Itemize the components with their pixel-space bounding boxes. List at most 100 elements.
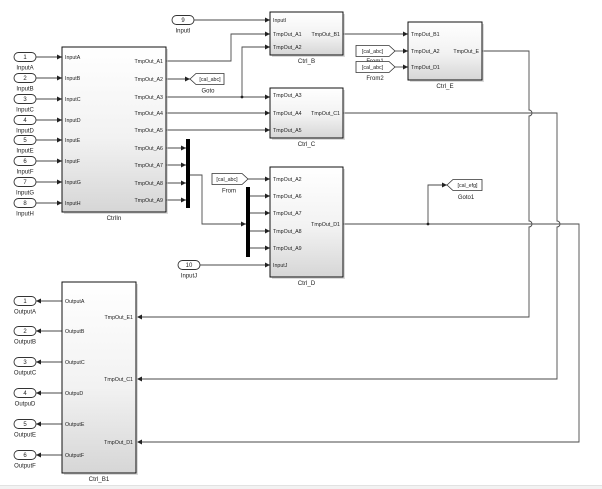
block-ctrl-e[interactable]: TmpOut_B1TmpOut_A2TmpOut_D1TmpOut_ECtrl_…	[407, 21, 484, 90]
port-name: InputJ	[181, 274, 197, 280]
port-shape[interactable]	[13, 94, 37, 104]
input-port-label: TmpOut_A5	[273, 128, 302, 134]
wire-tmpout-a1[interactable]	[166, 31, 270, 62]
input-port-label: InputG	[65, 180, 81, 186]
block-ctrl-in[interactable]: InputAInputBInputCInputDInputEInputFInpu…	[61, 46, 168, 222]
port-shape[interactable]	[13, 296, 37, 306]
tag-shape[interactable]	[355, 45, 396, 57]
port-shape[interactable]	[13, 156, 37, 166]
tag-shape[interactable]	[446, 179, 483, 191]
block-body[interactable]	[269, 166, 344, 278]
output-port-label: TmpOut_A5	[134, 128, 163, 134]
port-shape[interactable]	[13, 135, 37, 145]
output-port-label: OutputA	[65, 299, 85, 305]
port-number: 5	[23, 138, 27, 144]
port-shape[interactable]	[13, 450, 37, 460]
output-port-label: OutpuD	[65, 391, 83, 397]
tag-shape[interactable]	[355, 61, 396, 73]
block-name: Ctrl_D	[298, 280, 316, 287]
block-name: Ctrl_E	[436, 83, 453, 90]
wire-bus1-to-bus2[interactable]	[190, 174, 246, 227]
block-name: Goto	[201, 89, 215, 95]
block-ctrl-c[interactable]: TmpOut_A3TmpOut_A4TmpOut_A5TmpOut_C1Ctrl…	[269, 87, 345, 148]
port-number: 6	[23, 453, 27, 459]
port-name: OutputC	[14, 371, 37, 377]
goto-block[interactable]: [cal_abc] Goto	[189, 73, 225, 95]
tag-label: [cal_abc]	[199, 77, 221, 83]
port-shape[interactable]	[177, 260, 201, 270]
block-body[interactable]	[269, 11, 344, 56]
input-port-label: InputD	[65, 118, 81, 124]
wire-tmpout-c1[interactable]	[137, 112, 561, 382]
wire-goto1-branch[interactable]	[427, 182, 447, 224]
input-port-label: TmpOut_E1	[104, 315, 133, 321]
input-port-label: InputJ	[273, 263, 288, 269]
tag-shape[interactable]	[211, 173, 249, 185]
port-shape[interactable]	[13, 198, 37, 208]
port-number: 10	[186, 263, 193, 269]
input-port-label: TmpOut_A3	[273, 93, 302, 99]
input-port-label: InputH	[65, 201, 81, 207]
block-body[interactable]	[269, 87, 344, 139]
tag-label: [cal_abc]	[362, 49, 384, 55]
bus-creator-2[interactable]	[246, 187, 250, 257]
output-port-label: TmpOut_A6	[134, 146, 163, 152]
output-port-label: OutputC	[65, 360, 85, 366]
port-shape[interactable]	[171, 15, 195, 25]
input-port-label: TmpOut_A4	[273, 111, 302, 117]
from-block[interactable]: [cal_abc]From	[211, 173, 249, 195]
output-port-label: TmpOut_A8	[134, 181, 163, 187]
port-shape[interactable]	[13, 357, 37, 367]
branch-point	[426, 222, 430, 226]
port-shape[interactable]	[13, 73, 37, 83]
port-shape[interactable]	[13, 177, 37, 187]
port-name: InputG	[16, 191, 34, 197]
port-shape[interactable]	[13, 419, 37, 429]
tag-shape[interactable]	[189, 73, 225, 85]
port-shape[interactable]	[13, 326, 37, 336]
port-name: OutputB	[14, 340, 36, 346]
tag-label: [cal_abc]	[362, 65, 384, 71]
goto1-block[interactable]: [cal_efg]Goto1	[446, 179, 483, 202]
block-ctrl-b1[interactable]: TmpOut_E1TmpOut_C1TmpOut_D1OutputAOutput…	[61, 281, 138, 483]
port-shape[interactable]	[13, 52, 37, 62]
input-port-label: InputE	[65, 138, 81, 144]
wire-tmpout-e[interactable]	[137, 50, 533, 320]
block-ctrl-d[interactable]: TmpOut_A2TmpOut_A6TmpOut_A7TmpOut_A8TmpO…	[269, 166, 345, 287]
block-body[interactable]	[407, 21, 483, 81]
wire-tmpout-d1[interactable]	[137, 223, 580, 445]
input-port-label: TmpOut_A2	[411, 49, 440, 55]
port-number: 4	[23, 391, 27, 397]
output-port-label: OutputE	[65, 422, 85, 428]
port-number: 8	[23, 201, 27, 207]
port-shape[interactable]	[13, 388, 37, 398]
port-shape[interactable]	[13, 115, 37, 125]
from2-block[interactable]: [cal_abc]From2	[355, 61, 396, 83]
wire-tmpout-a3-branch[interactable]	[241, 44, 270, 97]
block-body[interactable]	[61, 46, 167, 213]
port-name: OutputA	[14, 310, 36, 316]
block-body[interactable]	[61, 281, 137, 474]
output-port-label: OutputB	[65, 329, 85, 335]
bus-creator-1[interactable]	[186, 139, 190, 208]
input-port-label: TmpOut_C1	[104, 377, 133, 383]
port-number: 2	[23, 329, 27, 335]
